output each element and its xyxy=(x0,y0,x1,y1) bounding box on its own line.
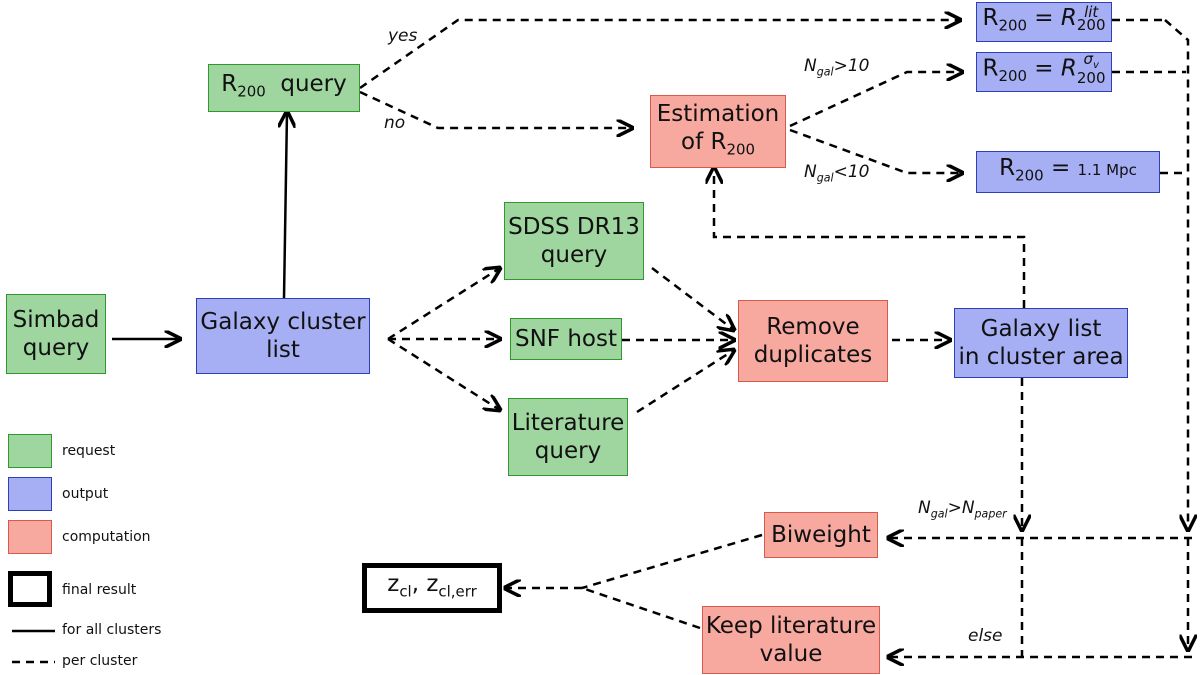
keep-lit-line1: Keep literature xyxy=(705,613,877,639)
simbad-query-node: Simbad query xyxy=(6,294,106,374)
cluster-list-line1: Galaxy cluster xyxy=(200,309,366,335)
label-ngal-gt10: Ngal>10 xyxy=(804,56,870,79)
edge-sdss-to-remove xyxy=(651,267,734,330)
edge-est-to-fixed xyxy=(789,128,962,173)
out-fixed-formula: R200 = 1.1 Mpc xyxy=(999,155,1137,185)
edge-galaxylist-to-estimation xyxy=(714,168,1026,308)
legend-dashed-text: per cluster xyxy=(62,653,138,669)
final-result-node: zcl, zcl,err xyxy=(362,563,502,613)
snf-host-node: SNF host xyxy=(510,318,622,360)
literature-query-node: Literature query xyxy=(508,398,628,476)
galaxy-list-node: Galaxy list in cluster area xyxy=(954,308,1128,378)
label-ngal-gt-npaper: Ngal>Npaper xyxy=(918,498,1007,521)
edge-clusterlist-to-r200query xyxy=(284,112,287,299)
legend-final-text: final result xyxy=(62,582,137,598)
legend-solid-text: for all clusters xyxy=(62,622,162,638)
biweight-label: Biweight xyxy=(771,522,871,548)
galaxy-list-line1: Galaxy list xyxy=(980,316,1102,342)
galaxy-cluster-list-node: Galaxy cluster list xyxy=(196,298,370,374)
edge-right-vertical xyxy=(1164,19,1188,530)
sdss-line2: query xyxy=(540,242,608,268)
label-ngal-lt10: Ngal<10 xyxy=(804,162,870,185)
estimation-line2: of R200 xyxy=(681,128,755,159)
legend-comp-swatch xyxy=(8,520,52,554)
estimation-r200-node: Estimation of R200 xyxy=(650,95,786,168)
snf-label: SNF host xyxy=(515,326,617,352)
label-else: else xyxy=(968,626,1003,646)
estimation-line1: Estimation xyxy=(656,100,780,127)
simbad-line1: Simbad xyxy=(12,307,100,333)
keep-lit-line2: value xyxy=(759,641,823,667)
r200-query-node: R200 query xyxy=(208,64,360,112)
legend-final-swatch xyxy=(8,571,52,607)
edge-biweight-to-join xyxy=(581,533,763,590)
keep-literature-node: Keep literature value xyxy=(702,606,880,674)
cluster-list-line2: list xyxy=(266,337,300,363)
remove-line2: duplicates xyxy=(753,342,873,368)
legend-request-text: request xyxy=(62,443,116,459)
legend-output-swatch xyxy=(8,477,52,511)
galaxy-list-line2: in cluster area xyxy=(958,344,1124,370)
output-r200-fixed-node: R200 = 1.1 Mpc xyxy=(976,151,1160,193)
legend-comp-text: computation xyxy=(62,529,151,545)
result-formula: zcl, zcl,err xyxy=(387,571,477,601)
remove-line1: Remove xyxy=(766,314,860,340)
biweight-node: Biweight xyxy=(764,512,878,558)
edge-lit-to-remove xyxy=(636,350,734,414)
simbad-line2: query xyxy=(22,335,90,361)
edge-yes-branch xyxy=(359,20,960,90)
edge-cl-to-lit xyxy=(387,337,500,410)
edge-no-branch xyxy=(359,90,632,128)
edge-keeplit-to-join xyxy=(581,586,701,630)
edge-est-to-sigma xyxy=(789,72,962,128)
r200-query-label: R200 query xyxy=(221,71,347,101)
label-no: no xyxy=(384,113,406,133)
label-yes: yes xyxy=(388,26,418,46)
literature-line1: Literature xyxy=(511,410,625,436)
sdss-query-node: SDSS DR13 query xyxy=(504,202,644,280)
literature-line2: query xyxy=(534,438,602,464)
legend-request-swatch xyxy=(8,434,52,468)
sdss-line1: SDSS DR13 xyxy=(508,214,640,240)
edge-cl-to-sdss xyxy=(387,268,500,341)
legend-output-text: output xyxy=(62,486,109,502)
remove-duplicates-node: Remove duplicates xyxy=(738,300,888,382)
